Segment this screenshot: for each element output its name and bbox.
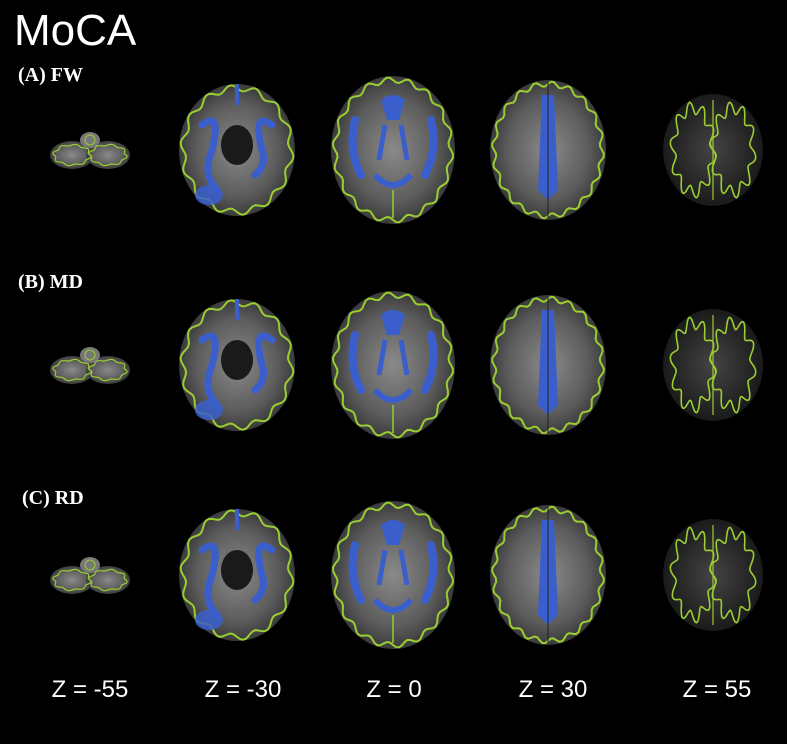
z-label-0: Z = 0 [366,676,422,703]
slice-md-z-30 [490,295,606,435]
slice-fw-z-0 [331,76,455,224]
slice-md-z-minus30 [179,299,295,431]
slice-md-z-minus55 [50,347,130,384]
figure-title: MoCA [14,6,137,55]
slice-rd-z-minus55 [50,557,130,594]
slice-rd-z-55 [663,519,763,631]
row-label-md: (B) MD [18,271,83,293]
z-label-minus55: Z = -55 [51,676,129,703]
z-label-55: Z = 55 [682,676,752,703]
slice-md-z-0 [331,291,455,439]
slice-fw-z-30 [490,80,606,220]
z-label-30: Z = 30 [518,676,588,703]
row-label-fw: (A) FW [18,64,83,86]
slice-fw-z-minus30 [179,84,295,216]
z-label-minus30: Z = -30 [204,676,282,703]
slice-rd-z-0 [331,501,455,649]
slice-fw-z-55 [663,94,763,206]
slice-fw-z-minus55 [50,132,130,169]
slice-rd-z-minus30 [179,509,295,641]
slice-rd-z-30 [490,505,606,645]
slice-md-z-55 [663,309,763,421]
row-label-rd: (C) RD [22,487,84,509]
